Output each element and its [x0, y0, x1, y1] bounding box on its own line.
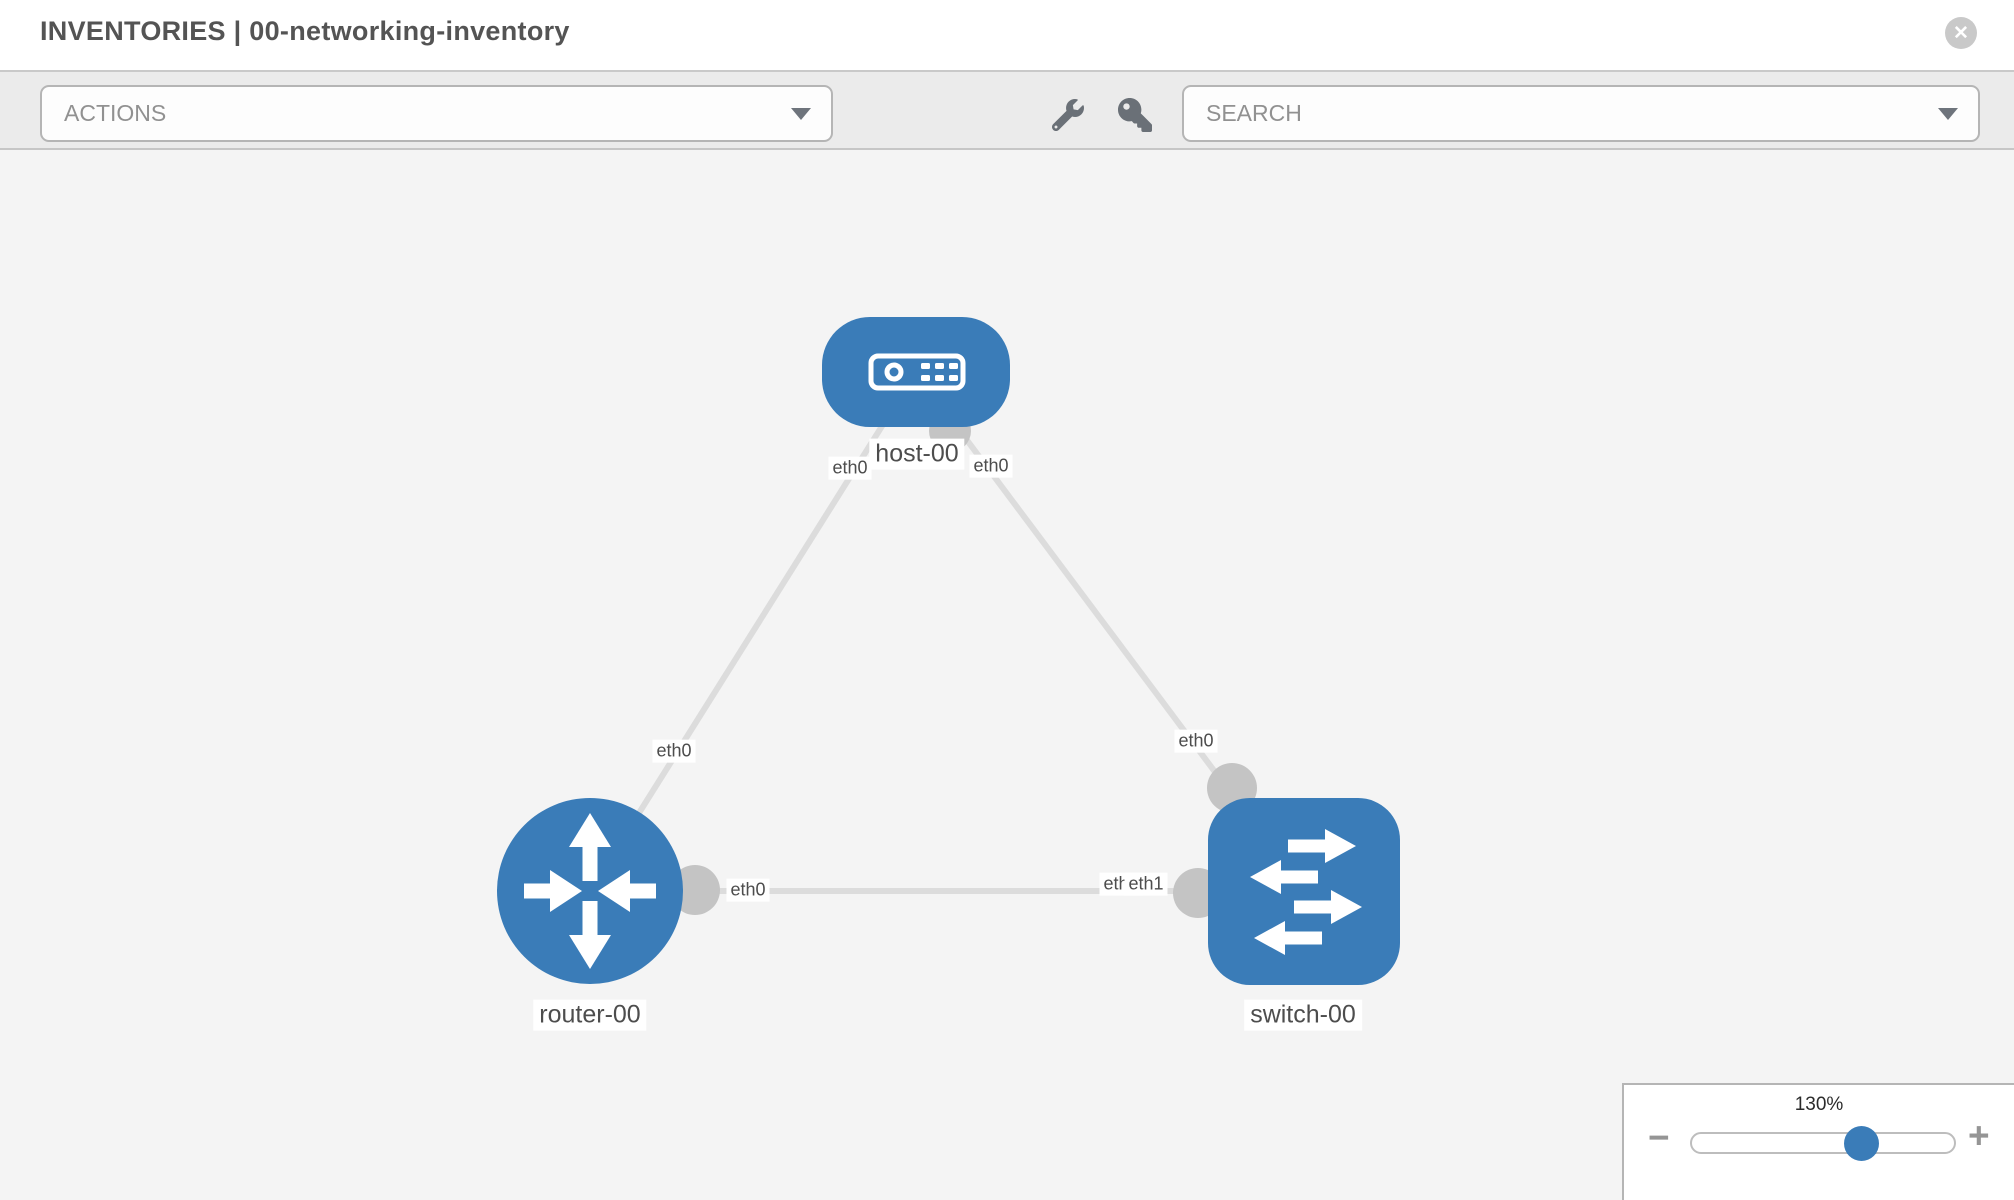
switch-icon [1250, 829, 1362, 955]
node-router-00[interactable] [497, 798, 683, 984]
interface-label-host-eth0-right: eth0 [969, 454, 1013, 478]
interface-label-router-eth0-uplink: eth0 [652, 739, 696, 763]
search-placeholder: SEARCH [1206, 100, 1302, 126]
topology-svg [497, 317, 1400, 985]
search-dropdown[interactable]: SEARCH [1182, 85, 1980, 142]
node-label-host: host-00 [869, 438, 965, 470]
interface-label-host-eth0-left: eth0 [828, 456, 872, 480]
close-icon: ✕ [1953, 22, 1969, 44]
interface-label-switch-eth0-uplink: eth0 [1174, 729, 1218, 753]
zoom-slider-track[interactable] [1690, 1132, 1956, 1154]
zoom-out-icon[interactable]: − [1648, 1117, 1670, 1158]
toolbar: ACTIONS SEARCH [0, 72, 2014, 150]
chevron-down-icon [791, 107, 811, 120]
node-label-switch: switch-00 [1244, 999, 1362, 1031]
node-switch-00[interactable] [1208, 798, 1400, 985]
key-icon[interactable] [1118, 98, 1152, 132]
node-host-00[interactable] [822, 317, 1010, 427]
page-title: INVENTORIES | 00-networking-inventory [40, 16, 570, 46]
interface-label-switch-eth1: eth1 [1124, 872, 1168, 896]
router-icon [524, 813, 656, 969]
interface-label-router-eth0-right: eth0 [726, 878, 770, 902]
node-label-router: router-00 [533, 999, 647, 1031]
zoom-control-panel: 130% − + [1622, 1083, 2014, 1200]
actions-dropdown-label: ACTIONS [64, 100, 167, 126]
host-icon [868, 353, 966, 391]
interface-stub-router-eth0[interactable] [670, 865, 720, 915]
wrench-icon[interactable] [1052, 99, 1084, 131]
chevron-down-icon [1938, 107, 1958, 120]
close-button[interactable]: ✕ [1945, 17, 1977, 49]
actions-dropdown[interactable]: ACTIONS [40, 85, 833, 142]
zoom-in-icon[interactable]: + [1968, 1115, 1990, 1156]
page-header: INVENTORIES | 00-networking-inventory ✕ [0, 0, 2014, 72]
zoom-level-value: 130% [1794, 1094, 1844, 1115]
zoom-slider-handle[interactable] [1844, 1126, 1880, 1161]
topology-canvas[interactable]: eth0 eth0 eth0 eth0 eth0 eth0 eth1 host-… [0, 150, 2014, 1200]
